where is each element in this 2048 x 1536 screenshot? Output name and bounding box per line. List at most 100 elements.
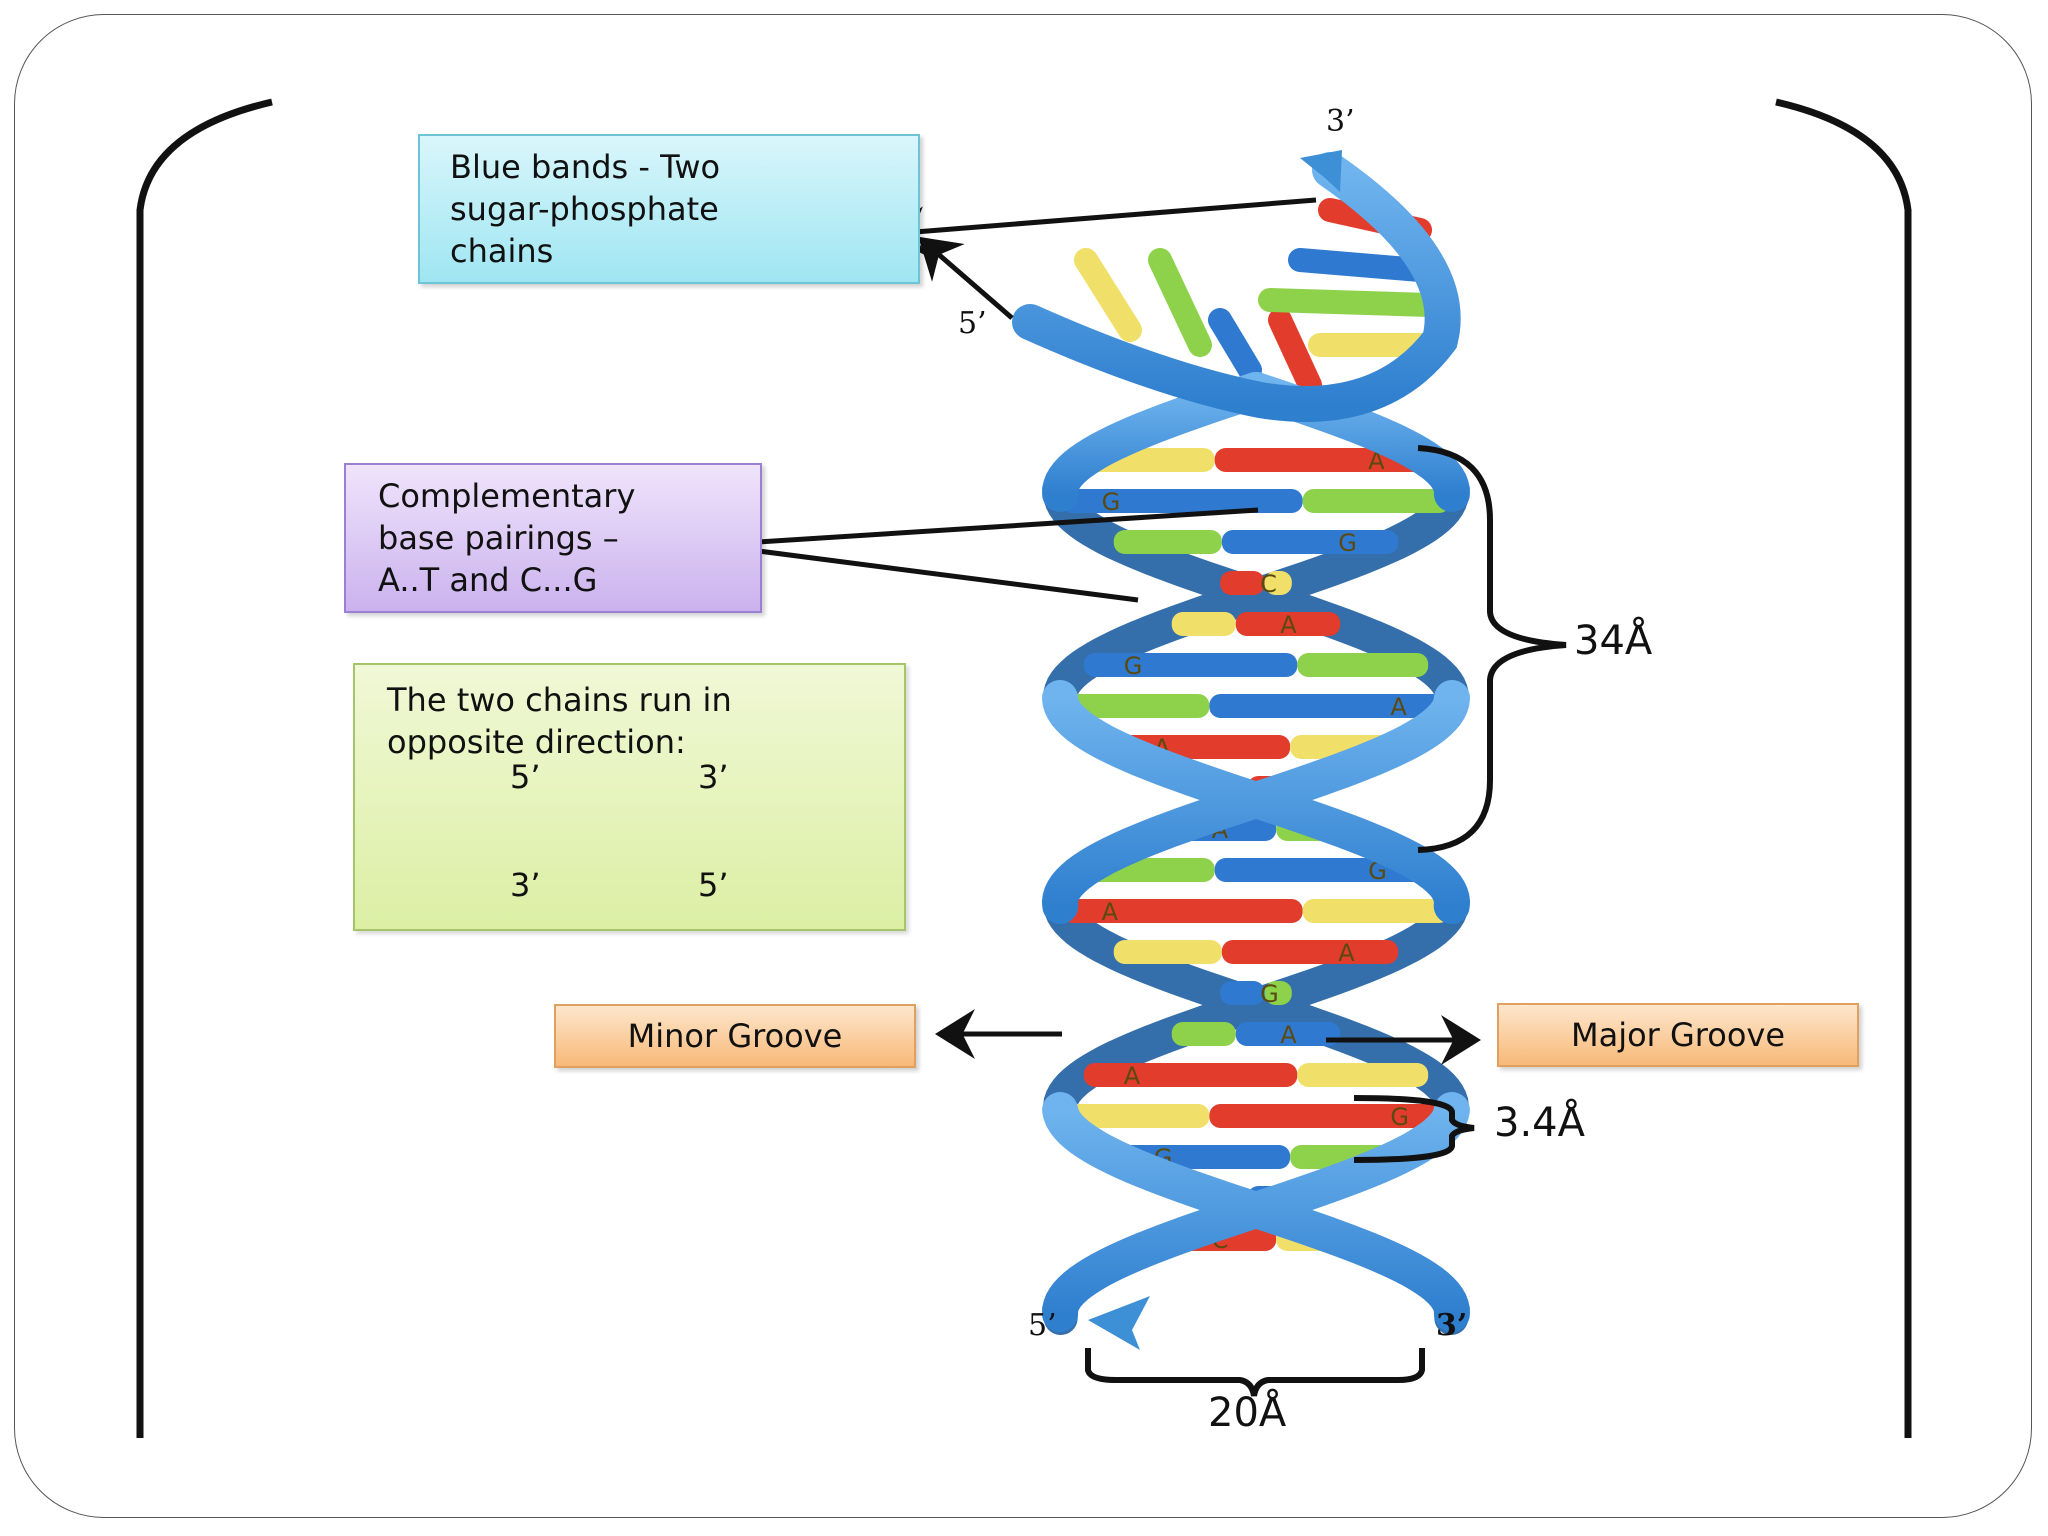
base-right (1302, 899, 1451, 923)
diameter-label: 20Å (1208, 1390, 1287, 1436)
base-pair: A (1113, 939, 1399, 967)
purple-box-pointer-1 (707, 507, 1259, 568)
base-pair: C (1220, 570, 1292, 598)
base-right (1221, 530, 1399, 554)
strand-end-top-left: 5’ (958, 306, 987, 341)
base-pair: A (1171, 1021, 1341, 1049)
base-right (1214, 858, 1429, 882)
unpaired-base (1074, 248, 1142, 342)
base-left (1171, 1022, 1236, 1046)
unpaired-base (1268, 308, 1322, 397)
down-arrow-bottom-label: 3’ (510, 866, 541, 904)
base-left (1113, 940, 1222, 964)
base-letter: A (1280, 1021, 1297, 1049)
bottom-strand-arrowhead (1088, 1296, 1150, 1350)
base-pair: G (1061, 1103, 1451, 1131)
base-letter: G (1338, 529, 1357, 557)
purple-box-pointer-2 (711, 542, 1139, 603)
minor-groove-label: Minor Groove (554, 1004, 916, 1068)
green-box-line-2: opposite direction: (387, 723, 686, 761)
purple-box-line-3: A..T and C...G (378, 561, 598, 599)
base-pair: A (1061, 693, 1451, 721)
base-pair: G (1220, 980, 1292, 1008)
strand-end-bottom-left: 5’ (1028, 1308, 1057, 1343)
blue-box-line-1: Blue bands - Two (450, 148, 721, 186)
base-left (1083, 1063, 1298, 1087)
blue-box-pointer-1 (885, 197, 1317, 257)
base-letter: A (1338, 939, 1355, 967)
strand-end-top-right: 3’ (1326, 104, 1355, 139)
base-pair: A (1171, 611, 1341, 639)
base-left (1171, 612, 1236, 636)
unpaired-base (1148, 248, 1212, 357)
frame-left-bracket (136, 98, 273, 1438)
base-letter: G (1102, 488, 1121, 516)
slide-frame (14, 14, 2032, 1518)
base-letter: A (1124, 1062, 1141, 1090)
base-right (1264, 981, 1292, 1005)
base-pair: A (1083, 1062, 1429, 1090)
base-left (1061, 1104, 1210, 1128)
base-left (1220, 571, 1265, 595)
up-arrow-bottom-label: 5’ (698, 866, 729, 904)
frame-right-bracket (1775, 98, 1912, 1438)
blue-box-line-2: sugar-phosphate (450, 190, 719, 228)
base-right (1221, 940, 1399, 964)
base-left (1220, 981, 1265, 1005)
base-left (1113, 530, 1222, 554)
down-arrow-top-label: 5’ (510, 758, 541, 796)
unpaired-base (1208, 308, 1262, 382)
base-letter: C (1260, 570, 1277, 598)
base-right (1264, 571, 1292, 595)
base-right (1297, 1063, 1429, 1087)
diameter-brace (1085, 1348, 1425, 1397)
base-pair: A (1061, 898, 1451, 926)
up-arrow-top-label: 3’ (698, 758, 729, 796)
base-pair: A (1083, 447, 1429, 475)
base-pair: G (1083, 652, 1429, 680)
blue-bands-label-box: Blue bands - Two sugar-phosphate chains (418, 134, 920, 284)
backbone-front-strand (1012, 152, 1471, 1332)
base-right (1235, 612, 1341, 636)
top-strand-arrowhead (1300, 150, 1342, 192)
backbone-segment (1042, 372, 1274, 512)
base-left (1061, 899, 1303, 923)
purple-box-line-2: base pairings – (378, 519, 619, 557)
base-letter: A (1280, 611, 1297, 639)
base-pair: G (1061, 488, 1451, 516)
base-right (1214, 448, 1429, 472)
base-letter: G (1390, 1103, 1409, 1131)
purple-box-line-1: Complementary (378, 477, 636, 515)
backbone-segment (1041, 680, 1470, 924)
blue-box-pointer-2 (918, 236, 1014, 320)
pitch-label: 34Å (1574, 618, 1653, 664)
blue-box-line-3: chains (450, 232, 554, 270)
base-right (1209, 1104, 1451, 1128)
pitch-brace (1417, 445, 1567, 853)
major-groove-label: Major Groove (1497, 1003, 1859, 1067)
unwound-strand (1012, 152, 1461, 422)
strand-end-bottom-right: 3’ (1436, 1308, 1468, 1343)
base-right (1297, 653, 1429, 677)
backbone-segment (1042, 1092, 1470, 1332)
base-letter: A (1102, 898, 1119, 926)
green-box-line-1: The two chains run in (387, 681, 732, 719)
base-right (1235, 1022, 1341, 1046)
base-letter: A (1390, 693, 1407, 721)
base-pair: G (1113, 529, 1399, 557)
rise-label: 3.4Å (1494, 1100, 1585, 1146)
base-letter: G (1260, 980, 1279, 1008)
unpaired-base (1288, 248, 1432, 282)
unpaired-base (1258, 288, 1442, 317)
base-right (1302, 489, 1451, 513)
backbone-segment (1043, 889, 1469, 1127)
base-right (1209, 694, 1451, 718)
base-left (1083, 653, 1298, 677)
base-pairing-label-box: Complementary base pairings – A..T and C… (344, 463, 762, 613)
base-left (1061, 489, 1303, 513)
base-letter: G (1124, 652, 1143, 680)
rise-brace (1353, 1095, 1475, 1163)
opposite-direction-label-box: The two chains run in opposite direction… (353, 663, 906, 931)
base-left (1061, 694, 1210, 718)
